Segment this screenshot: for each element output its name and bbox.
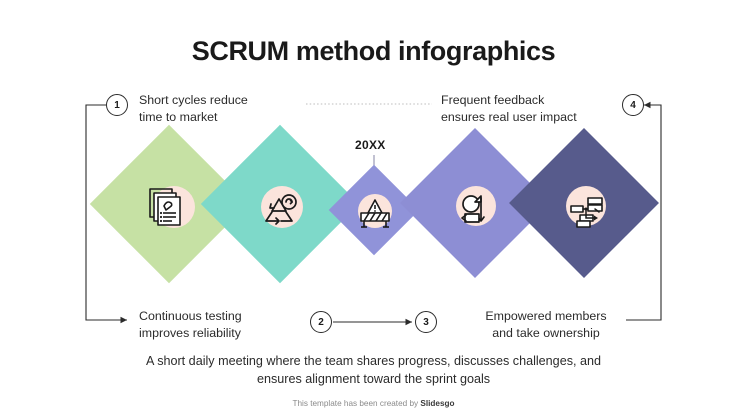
step-marker-2[interactable]: 2 <box>310 311 332 333</box>
diamond-5-icon-area <box>558 182 614 238</box>
step-marker-4[interactable]: 4 <box>622 94 644 116</box>
sprint-arrow-icon <box>461 195 485 223</box>
label-top-right: Frequent feedback ensures real user impa… <box>441 93 577 124</box>
diamond-3-icon-area <box>354 192 396 234</box>
barrier-warning-icon <box>360 199 390 228</box>
label-bottom-left: Continuous testing improves reliability <box>139 309 242 340</box>
caption-text: A short daily meeting where the team sha… <box>145 354 602 387</box>
footer-credit: This template has been created by Slides… <box>0 399 747 408</box>
page-title: SCRUM method infographics <box>191 36 556 66</box>
footer-brand[interactable]: Slidesgo <box>420 399 455 408</box>
documents-checklist-icon <box>149 188 181 226</box>
label-top-left: Short cycles reduce time to market <box>139 93 248 124</box>
step-marker-2-label: 2 <box>318 316 324 328</box>
year-label: 20XX <box>355 138 386 152</box>
diamond-2-icon-area <box>252 180 310 238</box>
recycle-cycle-icon <box>265 194 297 225</box>
footer-prefix: This template has been created by <box>292 399 421 408</box>
right-bracket-path <box>626 101 662 321</box>
step-marker-3[interactable]: 3 <box>415 311 437 333</box>
step-marker-3-label: 3 <box>423 316 429 328</box>
workflow-chart-icon <box>570 197 603 228</box>
step-marker-1[interactable]: 1 <box>106 94 128 116</box>
step-marker-1-label: 1 <box>114 99 120 111</box>
left-bracket-path <box>85 104 127 324</box>
label-bottom-right: Empowered members and take ownership <box>485 309 607 340</box>
diamond-1-icon-area <box>139 178 199 238</box>
diamond-4-icon-area <box>448 182 504 238</box>
step-marker-4-label: 4 <box>630 99 636 111</box>
